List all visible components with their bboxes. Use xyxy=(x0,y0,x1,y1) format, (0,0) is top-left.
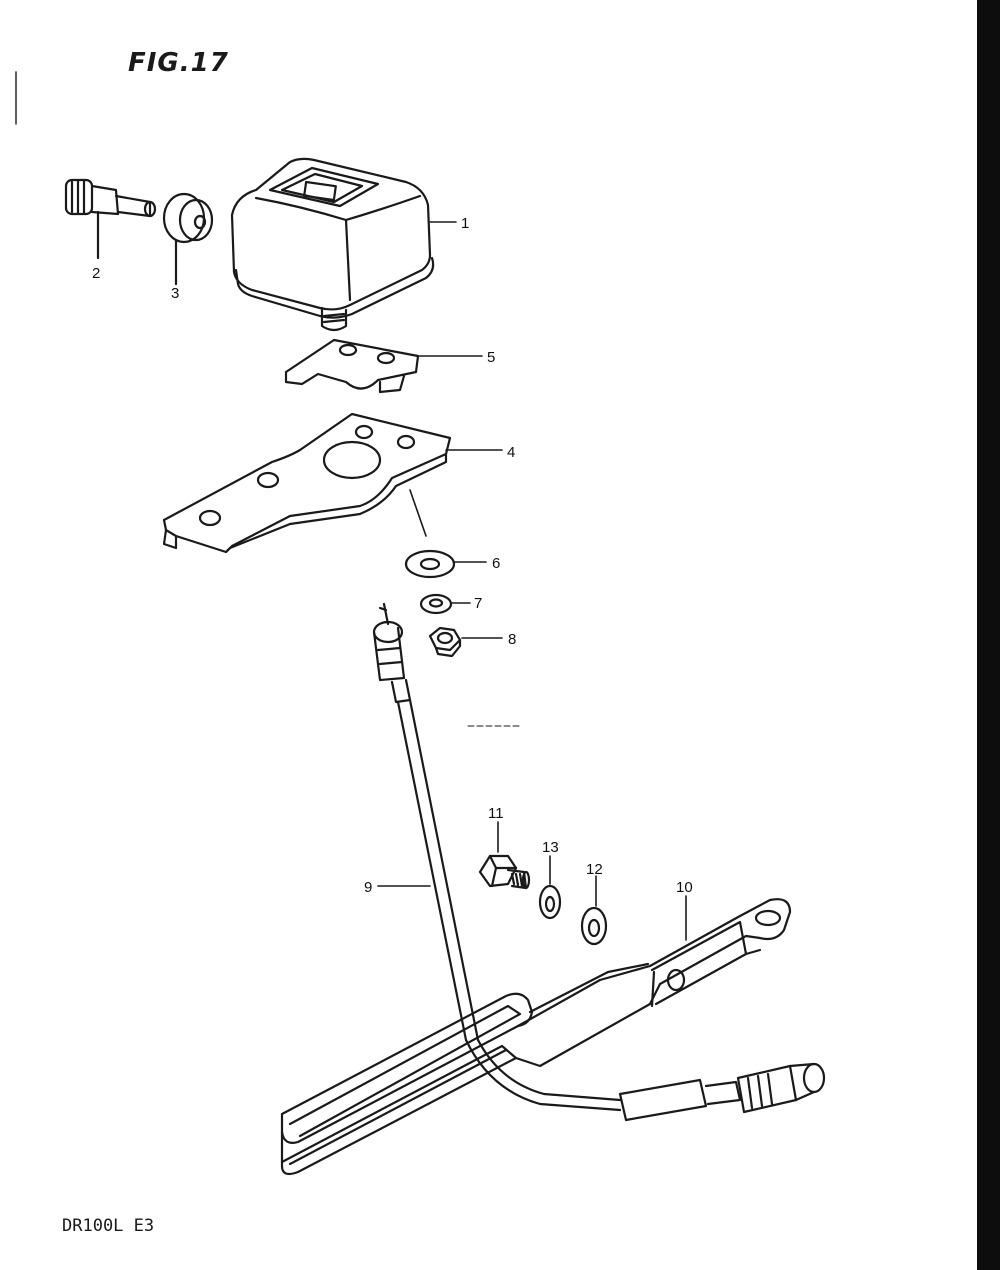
part-label-5: 5 xyxy=(487,349,495,366)
plate-icon xyxy=(284,338,420,394)
washer-icon xyxy=(580,906,608,946)
figure-title: FIG.17 xyxy=(128,48,229,78)
grommet-icon xyxy=(162,192,214,286)
model-footer: DR100L E3 xyxy=(62,1216,155,1236)
scan-edge-bar xyxy=(977,0,1000,1270)
part-label-8: 8 xyxy=(508,631,516,648)
bolt-icon xyxy=(478,854,531,890)
nut-icon xyxy=(428,626,462,658)
part-label-11: 11 xyxy=(488,805,504,822)
part-label-6: 6 xyxy=(492,555,500,572)
guide-bracket-icon xyxy=(280,898,792,1176)
bulb-socket-icon xyxy=(64,178,157,260)
cable-icon xyxy=(372,602,826,1122)
part-label-4: 4 xyxy=(507,444,515,461)
part-label-10: 10 xyxy=(676,879,693,896)
part-label-3: 3 xyxy=(171,285,179,302)
part-label-7: 7 xyxy=(474,595,482,612)
part-labels: 1 2 3 4 5 6 7 8 9 10 11 12 13 xyxy=(92,215,693,896)
part-label-13: 13 xyxy=(542,839,559,856)
lock-washer-icon xyxy=(538,884,562,920)
part-label-1: 1 xyxy=(461,215,469,232)
speedometer-housing-icon xyxy=(230,157,435,332)
part-label-9: 9 xyxy=(364,879,372,896)
washer-icon xyxy=(404,549,456,579)
bracket-icon xyxy=(162,412,452,554)
lock-washer-icon xyxy=(419,593,453,615)
part-label-12: 12 xyxy=(586,861,603,878)
part-label-2: 2 xyxy=(92,265,100,282)
